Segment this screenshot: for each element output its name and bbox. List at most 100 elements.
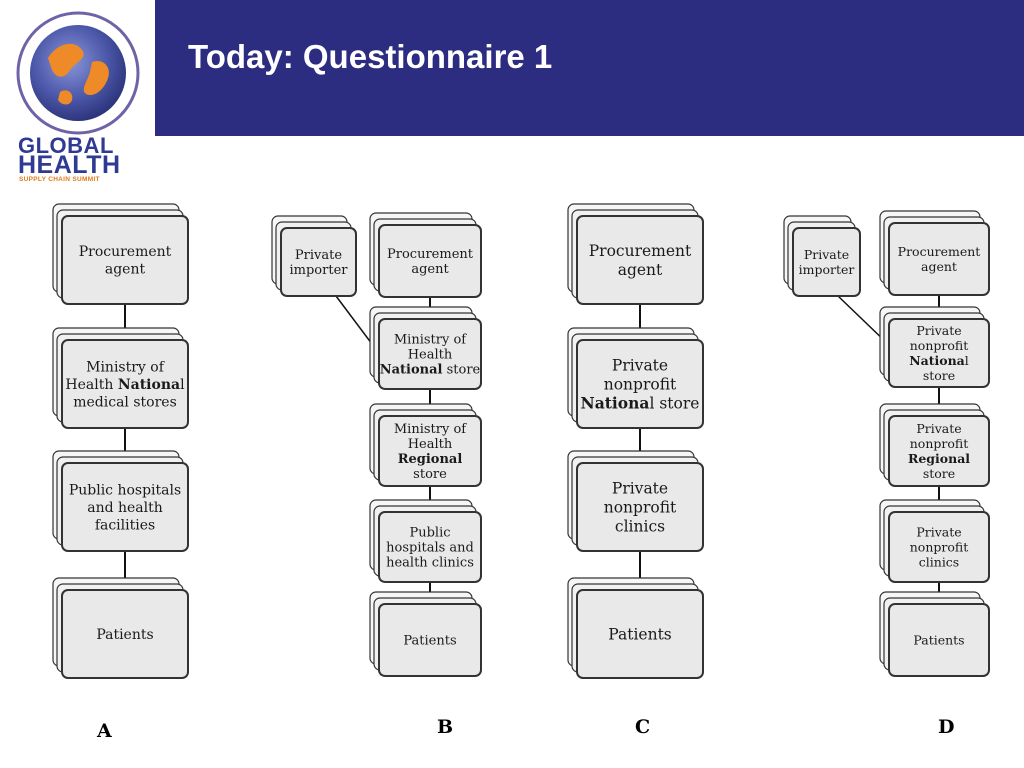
- diagram-d-box-2-text-line: nonprofit: [910, 338, 969, 353]
- diagram-c-box-4: Patients: [567, 577, 704, 679]
- globe-logo-icon: [16, 11, 140, 135]
- diagram-b-box-1-text-line: agent: [411, 262, 449, 277]
- diagram-d-box-2-card: [888, 318, 990, 388]
- diagram-a-box-1-card: [61, 215, 189, 305]
- diagram-d-box-1-text-line: agent: [921, 259, 957, 274]
- diagram-d-box-4-card: [888, 511, 990, 583]
- diagram-d-box-private-importer-text-line: Private: [804, 247, 849, 262]
- diagram-d-box-4-text-line: Private: [916, 524, 961, 539]
- diagram-b-box-5-text-line: Patients: [403, 634, 456, 649]
- diagram-a-box-2-text-line: Ministry of: [86, 359, 166, 375]
- diagram-b-box-3-text-line: Ministry of: [394, 422, 467, 437]
- diagram-b-box-private-importer-card: [280, 227, 357, 297]
- diagram-d-box-4-text-line: clinics: [919, 554, 959, 569]
- diagram-b-box-private-importer-text-line: importer: [290, 263, 349, 278]
- diagram-a-box-3-card: [61, 462, 189, 552]
- diagram-b-box-3-text-line: Health: [408, 437, 453, 452]
- diagram-a-box-4-text-line: Patients: [96, 627, 153, 643]
- diagram-a-box-2-card: [61, 339, 189, 429]
- diagram-b-box-4-text-line: health clinics: [386, 556, 474, 571]
- diagram-b-box-2-card: [378, 318, 482, 390]
- diagram-b-box-2-text-line: National store: [380, 363, 481, 378]
- diagram-c-box-4-card: [576, 589, 704, 679]
- diagram-label-a: A: [97, 720, 112, 742]
- diagram-d-box-3-text-line: store: [923, 466, 955, 481]
- diagram-c-box-3-text-line: clinics: [615, 517, 665, 535]
- diagram-d-box-private-importer-card: [792, 227, 861, 297]
- diagram-c-box-1-text-line: Procurement: [589, 242, 692, 260]
- diagram-c-box-3-card: [576, 462, 704, 552]
- logo-tagline: SUPPLY CHAIN SUMMIT: [19, 176, 100, 183]
- diagram-a-box-3-text-line: facilities: [95, 517, 155, 533]
- diagram-d-box-2-text-line: National: [909, 353, 969, 368]
- diagram-c-box-1-text-line: agent: [618, 261, 663, 279]
- diagram-b-box-5-card: [378, 603, 482, 677]
- diagram-a-box-1-text-line: Procurement: [79, 244, 172, 260]
- diagram-b-box-private-importer-text-line: Private: [295, 248, 342, 263]
- diagram-a-box-4-card: [61, 589, 189, 679]
- diagram-d-box-3-card: [888, 415, 990, 487]
- diagram-d-box-3-text-line: nonprofit: [910, 436, 969, 451]
- diagram-d-box-2-text-line: Private: [916, 323, 961, 338]
- diagram-a-box-1-text-line: agent: [105, 262, 146, 278]
- diagram-c-box-2-text-line: Private: [612, 356, 668, 374]
- diagram-a-box-1: Procurement agent: [52, 203, 189, 305]
- diagram-c-box-2-text-line: National store: [581, 393, 700, 412]
- diagram-c-box-2-card: [576, 339, 704, 429]
- diagram-c-box-4-text-line: Patients: [608, 625, 672, 643]
- logo-word-global: GLOBAL: [18, 133, 114, 158]
- diagram-c-box-3-text-line: nonprofit: [604, 498, 677, 516]
- diagram-b-box-5: Patients: [369, 591, 482, 677]
- logo-word-health: HEALTH: [18, 151, 121, 179]
- diagram-b-box-4-text-line: hospitals and: [386, 541, 474, 556]
- diagram-d-box-3-text-line: Regional: [908, 451, 970, 466]
- diagram-a-box-4: Patients: [52, 577, 189, 679]
- diagram-d-box-5-card: [888, 603, 990, 677]
- diagram-d-box-5-text-line: Patients: [913, 632, 964, 647]
- diagram-label-c: C: [635, 716, 651, 738]
- diagram-d-box-1-card: [888, 222, 990, 296]
- diagram-label-d: D: [938, 716, 955, 738]
- logo: GLOBAL HEALTH SUPPLY CHAIN SUMMIT: [0, 0, 155, 192]
- diagram-d-box-4-text-line: nonprofit: [910, 539, 969, 554]
- diagram-d-box-1-text-line: Procurement: [898, 244, 981, 259]
- diagram-d-box-3-text-line: Private: [916, 421, 961, 436]
- diagram-b-box-1-card: [378, 224, 482, 298]
- diagram-b-box-3-text-line: store: [413, 467, 447, 482]
- diagram-a-box-2-text-line: medical stores: [73, 394, 177, 410]
- diagram-d-box-private-importer-text-line: importer: [799, 262, 855, 277]
- title-bar: [155, 0, 1024, 136]
- diagram-b-box-2-text-line: Health: [408, 348, 453, 363]
- page-title: Today: Questionnaire 1: [188, 38, 553, 75]
- diagram-b-box-1-text-line: Procurement: [387, 247, 474, 262]
- diagram-c-box-3-text-line: Private: [612, 479, 668, 497]
- diagram-d-box-5: Patients: [879, 591, 990, 677]
- diagram-b-box-2-text-line: Ministry of: [394, 333, 467, 348]
- diagram-a-box-3-text-line: Public hospitals: [69, 482, 181, 498]
- diagram-c-box-1-card: [576, 215, 704, 305]
- diagram-a-box-3-text-line: and health: [87, 500, 163, 516]
- diagram-c-box-2-text-line: nonprofit: [604, 375, 677, 393]
- diagram-b-box-4-card: [378, 511, 482, 583]
- diagram-a-box-2-text-line: Health National: [65, 377, 185, 393]
- diagram-b-box-3-text-line: Regional: [398, 452, 463, 467]
- diagram-d-box-2-text-line: store: [923, 368, 955, 383]
- diagram-b-box-3-card: [378, 415, 482, 487]
- diagram-label-b: B: [437, 716, 454, 738]
